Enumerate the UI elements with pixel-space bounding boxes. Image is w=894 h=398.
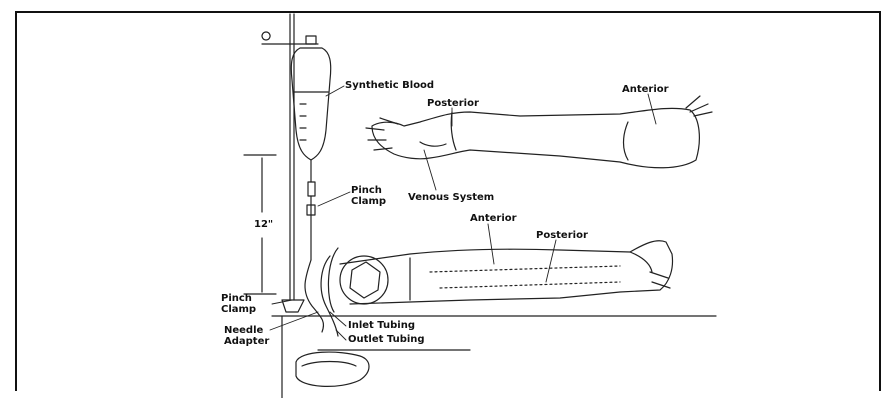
label-venous-system: Venous System <box>408 192 494 203</box>
lower-arm-drawing <box>340 241 673 304</box>
label-posterior-lower-arm: Posterior <box>536 230 588 241</box>
label-pinch-clamp-upper: Pinch Clamp <box>351 185 386 207</box>
label-anterior-upper-arm: Anterior <box>622 84 669 95</box>
synthetic-blood-bag <box>291 36 330 160</box>
drip-tubing <box>305 160 338 336</box>
label-posterior-upper-arm: Posterior <box>427 98 479 109</box>
upper-arm-drawing <box>366 96 712 168</box>
iv-pole <box>262 14 318 312</box>
label-pinch-clamp-lower: Pinch Clamp <box>221 293 256 315</box>
label-height-12-inch: 12" <box>254 219 273 230</box>
label-anterior-lower-arm: Anterior <box>470 213 517 224</box>
label-needle-adapter: Needle Adapter <box>224 325 269 347</box>
label-outlet-tubing: Outlet Tubing <box>348 334 425 345</box>
leader-lines <box>270 86 656 340</box>
collection-tray <box>296 352 369 386</box>
label-inlet-tubing: Inlet Tubing <box>348 320 415 331</box>
label-synthetic-blood: Synthetic Blood <box>345 80 434 91</box>
